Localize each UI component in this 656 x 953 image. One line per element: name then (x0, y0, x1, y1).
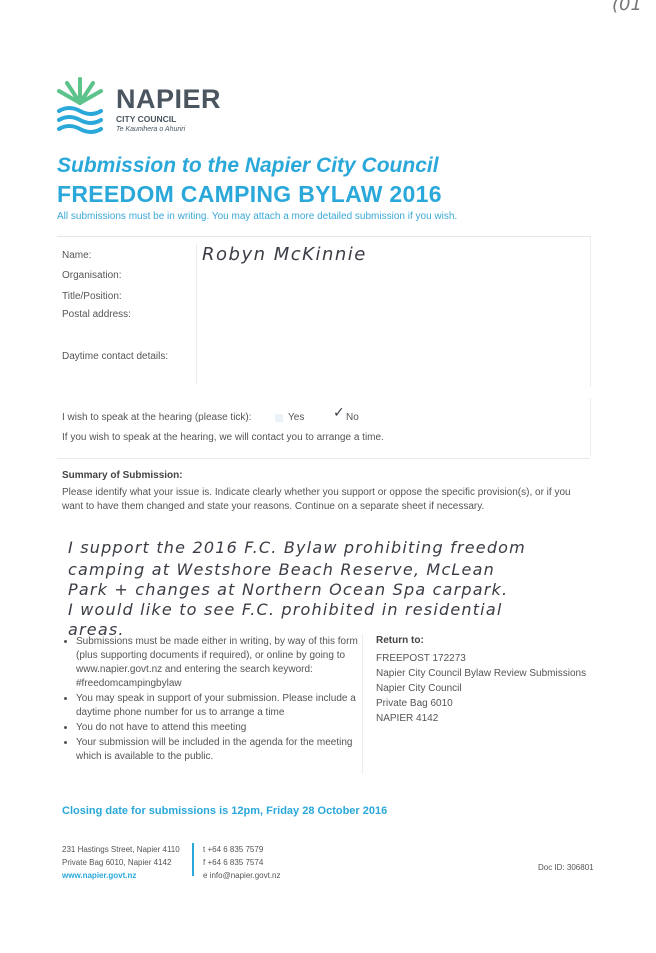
closing-date: Closing date for submissions is 12pm, Fr… (62, 805, 388, 817)
summary-instructions: Please identify what your issue is. Indi… (62, 487, 571, 512)
return-line: FREEPOST 172273 (376, 653, 466, 664)
summary-line: I would like to see F.C. prohibited in r… (68, 600, 503, 619)
tick-icon: ✓ (333, 405, 345, 421)
return-line: Napier City Council (376, 683, 462, 694)
footer-contact: t +64 6 835 7579 f +64 6 835 7574 e info… (203, 843, 281, 882)
details-form (57, 236, 591, 387)
footer-divider (192, 843, 194, 876)
logo-subtitle: CITY COUNCIL (116, 114, 177, 124)
organisation-label: Organisation: (62, 270, 122, 281)
footer-phone: t +64 6 835 7579 (203, 845, 264, 854)
list-item: Your submission will be included in the … (76, 736, 366, 764)
yes-checkbox[interactable] (275, 414, 283, 422)
page-title: Submission to the Napier City Council (57, 154, 439, 177)
return-line: Private Bag 6010 (376, 698, 453, 709)
list-item: Submissions must be made either in writi… (76, 635, 366, 691)
return-title: Return to: (376, 635, 424, 646)
logo-name: NAPIER (116, 84, 222, 114)
summary-title: Summary of Submission: (62, 470, 183, 481)
logo-maori-name: Te Kaunihera o Ahuriri (116, 126, 186, 133)
summary-line: I support the 2016 F.C. Bylaw prohibitin… (68, 538, 526, 557)
daytime-contact-label: Daytime contact details: (62, 351, 169, 362)
postal-address-label: Postal address: (62, 309, 131, 320)
section-divider (57, 458, 590, 459)
footer-email[interactable]: e info@napier.govt.nz (203, 871, 281, 880)
no-label[interactable]: No (346, 412, 359, 423)
footer-line: Private Bag 6010, Napier 4142 (62, 858, 172, 867)
doc-id: Doc ID: 306801 (538, 863, 594, 872)
name-label: Name: (62, 250, 92, 261)
name-field[interactable]: Robyn McKinnie (202, 244, 367, 265)
intro-text: All submissions must be in writing. You … (57, 211, 458, 222)
footer-line: 231 Hastings Street, Napier 4110 (62, 845, 180, 854)
website-link[interactable]: www.napier.govt.nz (62, 871, 137, 880)
list-item: You may speak in support of your submiss… (76, 692, 366, 720)
yes-label: Yes (288, 412, 305, 423)
summary-line: areas. (68, 620, 125, 639)
submission-notes: Submissions must be made either in writi… (60, 635, 366, 765)
return-line: Napier City Council Bylaw Review Submiss… (376, 668, 587, 679)
return-divider (362, 634, 363, 774)
footer-address: 231 Hastings Street, Napier 4110 Private… (62, 843, 180, 882)
form-border (590, 398, 591, 456)
footer-fax: f +64 6 835 7574 (203, 858, 264, 867)
napier-logo-icon (57, 77, 103, 134)
title-position-label: Title/Position: (62, 291, 122, 302)
return-line: NAPIER 4142 (376, 713, 439, 724)
corner-handwritten-mark: (01 (612, 0, 642, 15)
summary-line: camping at Westshore Beach Reserve, McLe… (68, 560, 495, 579)
list-item: You do not have to attend this meeting (76, 721, 366, 735)
summary-line: Park + changes at Northern Ocean Spa car… (68, 580, 509, 599)
form-divider (196, 244, 197, 384)
hearing-note: If you wish to speak at the hearing, we … (62, 432, 384, 443)
return-address: FREEPOST 172273 Napier City Council Byla… (376, 651, 586, 726)
page-subtitle: FREEDOM CAMPING BYLAW 2016 (57, 181, 442, 207)
speak-question: I wish to speak at the hearing (please t… (62, 412, 252, 423)
